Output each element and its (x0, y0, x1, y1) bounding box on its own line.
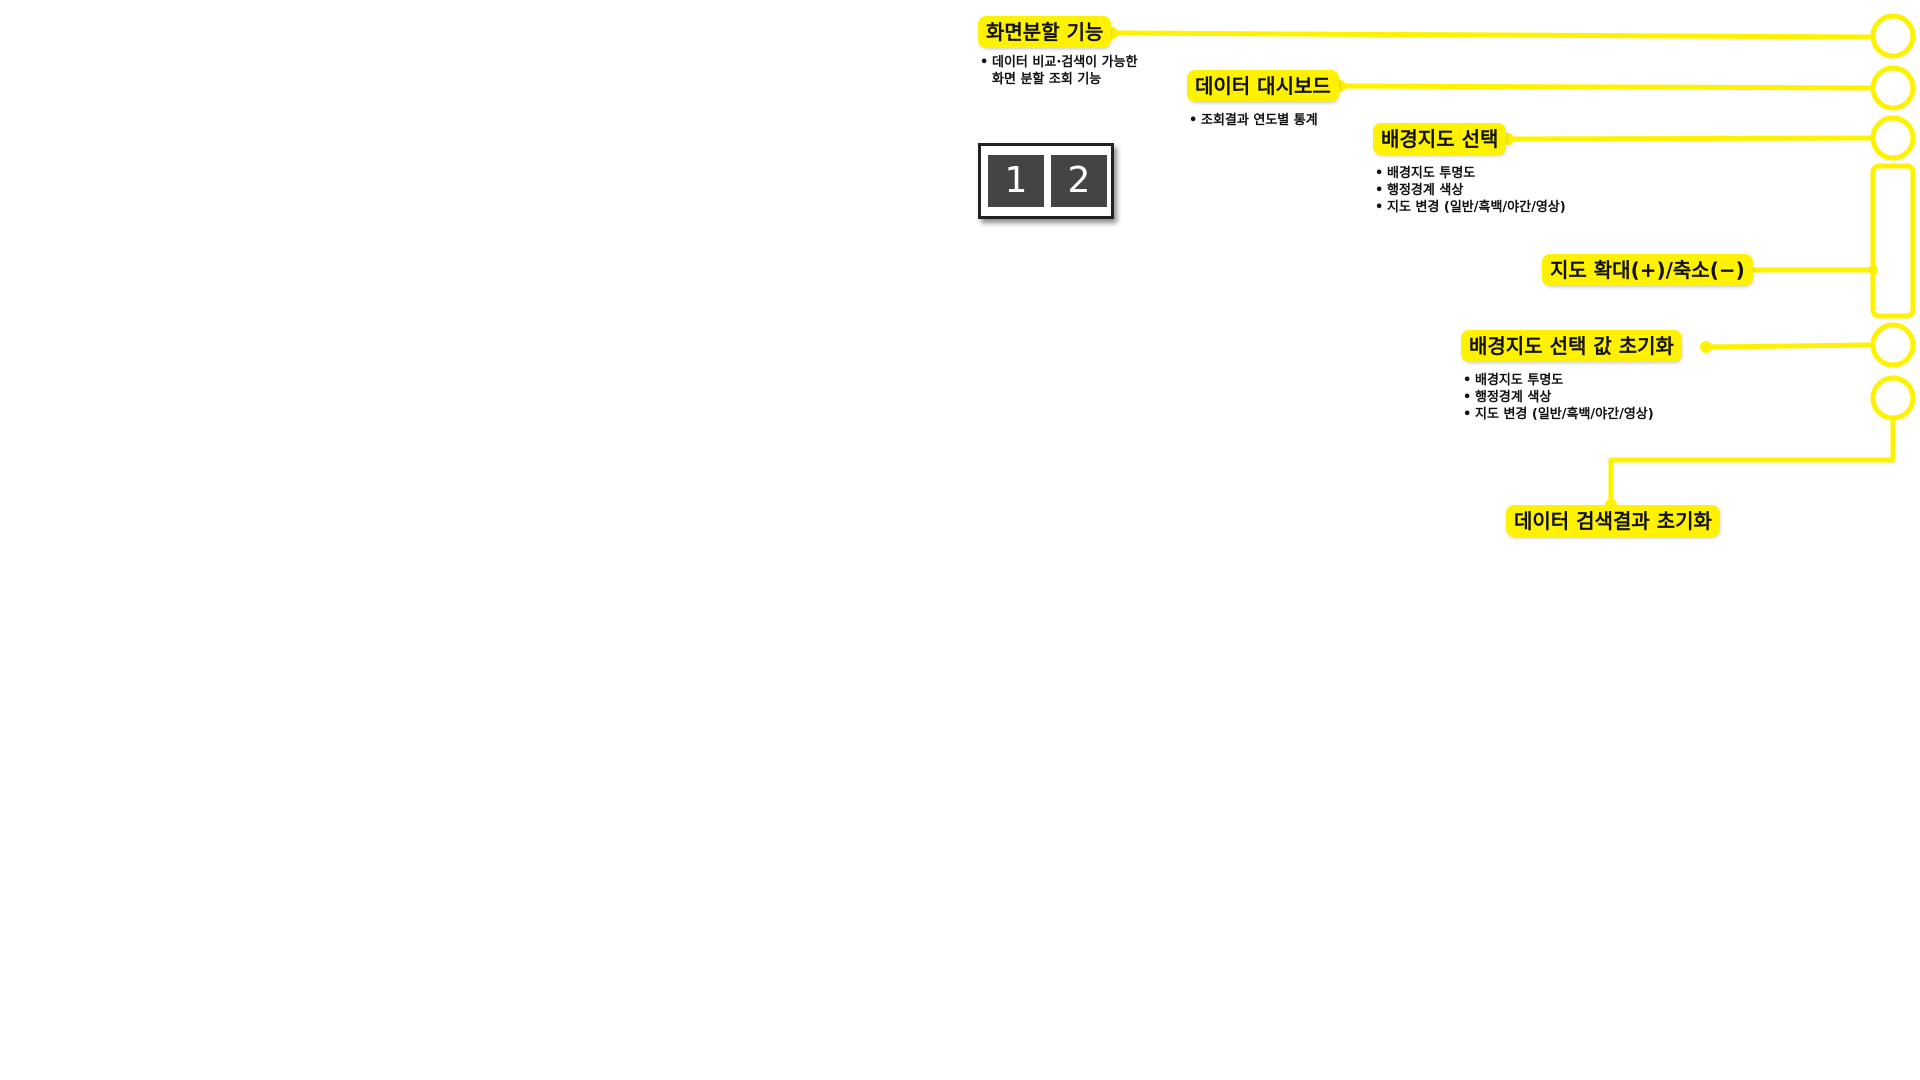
callout-title: 배경지도 선택 (1375, 125, 1505, 153)
callout-title: 데이터 검색결과 초기화 (1508, 507, 1718, 535)
callout-bullets: 데이터 비교·검색이 가능한 화면 분할 조회 기능 (980, 54, 1138, 88)
target-circle-split-screen (1870, 13, 1916, 59)
callout-title: 지도 확대(+)/축소(−) (1544, 256, 1751, 284)
bullet-item: 행정경계 색상 (1375, 182, 1566, 199)
target-circle-basemap-reset (1870, 322, 1916, 368)
target-box-zoom (1870, 163, 1916, 319)
callout-title: 화면분할 기능 (980, 18, 1110, 46)
bullet-item: 배경지도 투명도 (1375, 165, 1566, 182)
target-circle-basemap (1870, 115, 1916, 161)
bullet-item: 배경지도 투명도 (1463, 372, 1680, 389)
target-circle-search-reset (1870, 375, 1916, 421)
bullet-item: 데이터 비교·검색이 가능한 (980, 54, 1138, 71)
callout-split-screen: 화면분할 기능 데이터 비교·검색이 가능한 화면 분할 조회 기능 (980, 18, 1138, 88)
bullet-item: 조회결과 연도별 통계 (1189, 112, 1337, 129)
bullet-item: 화면 분할 조회 기능 (992, 72, 1102, 87)
callout-bullets: 배경지도 투명도 행정경계 색상 지도 변경 (일반/흑백/야간/영상) (1375, 165, 1566, 216)
connector-basemap (1505, 135, 1875, 142)
split-pane-2: 2 (1051, 155, 1107, 207)
callout-basemap: 배경지도 선택 배경지도 투명도 행정경계 색상 지도 변경 (일반/흑백/야간… (1375, 125, 1566, 216)
callout-bullets: 배경지도 투명도 행정경계 색상 지도 변경 (일반/흑백/야간/영상) (1463, 372, 1680, 423)
connector-basemap-reset (1703, 342, 1873, 350)
callout-zoom: 지도 확대(+)/축소(−) (1544, 256, 1751, 284)
bullet-item: 지도 변경 (일반/흑백/야간/영상) (1375, 199, 1566, 216)
connector-search-reset (1608, 415, 1896, 510)
callout-dashboard: 데이터 대시보드 조회결과 연도별 통계 (1189, 72, 1337, 129)
callout-bullets: 조회결과 연도별 통계 (1189, 112, 1337, 129)
callout-title: 데이터 대시보드 (1189, 72, 1337, 100)
split-pane-1: 1 (988, 155, 1044, 207)
callout-basemap-reset: 배경지도 선택 값 초기화 배경지도 투명도 행정경계 색상 지도 변경 (일반… (1463, 332, 1680, 423)
callout-search-reset: 데이터 검색결과 초기화 (1508, 507, 1718, 535)
bullet-item: 행정경계 색상 (1463, 389, 1680, 406)
connector-split-screen (1109, 30, 1875, 40)
callout-title: 배경지도 선택 값 초기화 (1463, 332, 1680, 360)
split-screen-icon: 1 2 (978, 143, 1114, 219)
target-circle-dashboard (1870, 65, 1916, 111)
bullet-item: 지도 변경 (일반/흑백/야간/영상) (1463, 406, 1680, 423)
connector-dashboard (1337, 83, 1875, 91)
